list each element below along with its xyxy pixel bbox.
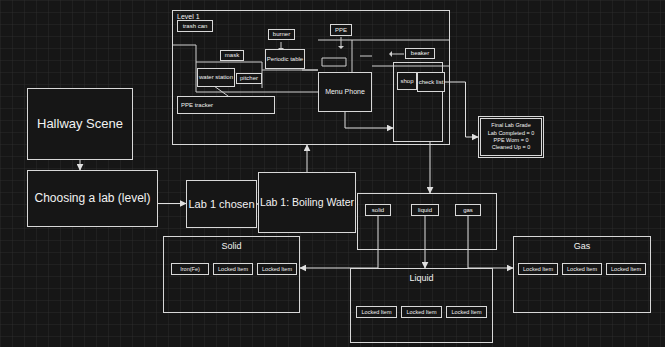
panel-title: Gas	[514, 241, 650, 251]
item-slot: Locked Item	[213, 263, 253, 275]
item-slot: Locked Item	[606, 263, 646, 275]
box-label: liquid	[418, 207, 432, 214]
box-label: PPE Worn = 0	[494, 137, 529, 143]
flow-arrow	[468, 216, 513, 268]
box-label: Locked Item	[567, 266, 597, 272]
box-label: Lab 1: Boiling Water	[260, 196, 354, 208]
flow-arrow	[158, 203, 186, 204]
box-label: shop	[400, 78, 413, 85]
box-label: Locked Item	[523, 266, 553, 272]
box-label: Lab 1 chosen	[188, 198, 254, 211]
box-label: PPE tracker	[181, 102, 213, 109]
box-label: mask	[225, 52, 239, 59]
scene-box: Hallway Scene	[27, 88, 133, 160]
box-label: Hallway Scene	[37, 117, 123, 132]
box-label: PPE	[335, 27, 347, 34]
box-label: Locked Item	[262, 266, 292, 272]
item-box: mask	[220, 50, 244, 61]
inventory-panel: Locked Item Locked Item Locked Item Gas	[513, 236, 651, 313]
step-box: Choosing a lab (level)	[27, 170, 158, 227]
box-label: burner	[273, 31, 290, 38]
item-box: PPE	[330, 24, 352, 36]
item-slot: Locked Item	[401, 306, 442, 318]
panel-title: Level 1	[177, 13, 200, 21]
button-box: gas	[455, 204, 481, 216]
box-label: Locked Item	[452, 309, 482, 315]
flow-arrow	[80, 160, 81, 170]
button-box: liquid	[411, 204, 439, 216]
item-box: pitcher	[236, 73, 262, 84]
box-label: gas	[463, 207, 473, 214]
item-box: water station	[197, 68, 235, 87]
button-box: solid	[365, 204, 391, 216]
flow-arrow	[345, 112, 393, 128]
item-slot: Iron(Fe)	[171, 263, 209, 275]
step-box: Lab 1 chosen	[186, 180, 257, 228]
box-label: Lab Completed = 0	[488, 130, 535, 136]
box-label: Locked Item	[362, 309, 392, 315]
item-box: Periodic table	[265, 49, 305, 69]
item-slot: Locked Item	[518, 263, 558, 275]
level-panel: trash can mask pitcher water stationPPE tra…	[172, 10, 450, 145]
box-label: Locked Item	[407, 309, 437, 315]
box-label: trash can	[183, 23, 208, 30]
box-label: check list	[419, 79, 444, 86]
shop-panel: shop check list	[393, 62, 443, 142]
step-box: Lab 1: Boiling Water	[258, 172, 356, 233]
inventory-panel: Locked Item Locked Item Locked Item Liquid	[350, 268, 493, 343]
tracker-box: PPE tracker	[177, 96, 275, 114]
box-label: Locked Item	[611, 266, 641, 272]
inventory-panel: Iron(Fe) Locked Item Locked Item Solid	[163, 236, 300, 313]
box-label: pitcher	[240, 75, 258, 82]
button-box: shop	[397, 72, 417, 90]
flow-arrow	[307, 145, 308, 172]
button-box: check list	[417, 72, 445, 92]
item-box: beaker	[405, 48, 435, 59]
item-box: trash can	[177, 20, 213, 32]
item-box: burner	[268, 29, 295, 40]
flow-arrow	[425, 216, 426, 268]
menu-box: Menu Phone	[318, 72, 372, 112]
box-label: Cleaned Up = 0	[492, 144, 530, 150]
item-slot: Locked Item	[257, 263, 297, 275]
card-title: Final Lab Grade	[491, 122, 530, 128]
box-label: Periodic table	[267, 56, 303, 63]
box-label: water station	[199, 74, 233, 81]
box-label: solid	[372, 207, 384, 214]
box-label: Iron(Fe)	[180, 266, 200, 272]
box-label: Choosing a lab (level)	[34, 192, 150, 206]
category-panel: solid liquid gas	[357, 193, 497, 250]
box-label: Menu Phone	[325, 88, 365, 96]
panel-title: Solid	[164, 241, 299, 251]
item-slot: Locked Item	[356, 306, 397, 318]
grade-card: Final Lab GradeLab Completed = 0PPE Worn…	[478, 116, 544, 158]
panel-title: Liquid	[351, 273, 492, 283]
flow-arrow	[430, 142, 431, 193]
item-slot: Locked Item	[446, 306, 487, 318]
item-slot: Locked Item	[562, 263, 602, 275]
box-label: Locked Item	[218, 266, 248, 272]
box-label: beaker	[411, 50, 429, 57]
